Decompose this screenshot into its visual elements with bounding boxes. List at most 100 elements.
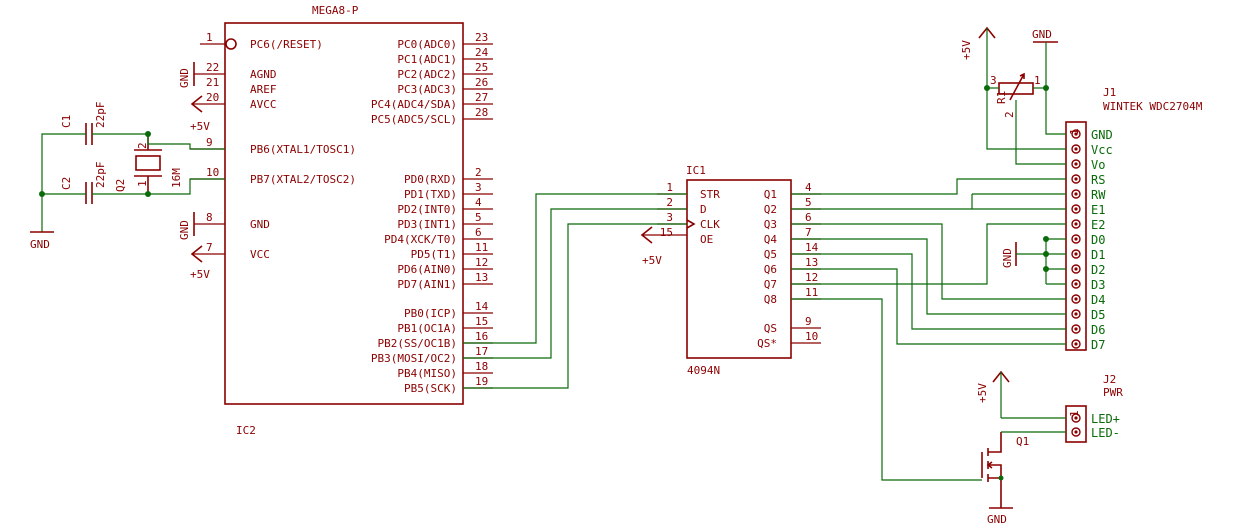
ic1-pin-9: 9QS [764,315,821,335]
ic2-pin-name: VCC [250,248,270,261]
ic2-pin-name: PC3(ADC3) [397,83,457,96]
ic2-pin-name: PC1(ADC1) [397,53,457,66]
ic2-ref: IC2 [236,424,256,437]
j1-pin-vcc: Vcc [1071,143,1113,157]
ic1-pin-number: 5 [805,196,812,209]
j1-body [1065,121,1087,351]
ic2-pin-number: 2 [475,166,482,179]
crystal-section: C1 22pF C2 22pF Q2 16M 2 1 [39,102,225,232]
ic1-pin-number: 1 [666,181,673,194]
j1-pin-label: D3 [1091,278,1105,292]
ic2-pin-name: PB1(OC1A) [397,322,457,335]
gnd-symbol-r1: GND [1032,28,1058,88]
j1-pin-label: RS [1091,173,1105,187]
j1-pin-rs: RS [1071,173,1105,187]
j1-pin-d7: D7 [1071,338,1105,352]
vcc-symbol-pin7: +5V [190,245,225,281]
ic1-pin-number: 11 [805,286,818,299]
j1-pin-label: D6 [1091,323,1105,337]
ic2-pin-number: 28 [475,106,488,119]
ic2-pin-number: 3 [475,181,482,194]
vcc-symbol-avcc: +5V [190,95,225,133]
j1-pin-e1: E1 [1071,203,1105,217]
ic2-pin-number: 8 [206,211,213,224]
ic1-clk-marker [686,219,696,229]
ic2-pin-number: 25 [475,61,488,74]
j1-pin-vo: Vo [1071,158,1105,172]
gnd-symbol-q1: GND [987,507,1013,526]
ic2-pin-number: 14 [475,300,489,313]
ic2-pin-number: 6 [475,226,482,239]
j1-name: WINTEK WDC2704M [1103,100,1203,113]
ic2-pin-name: PB6(XTAL1/TOSC1) [250,143,356,156]
vcc-label-j2: +5V [976,383,989,403]
vcc-symbol-r1: +5V [960,26,996,88]
ic2-pin-name: PB4(MISO) [397,367,457,380]
power-symbols: GND GND +5V GND +5V +5V [30,26,1058,526]
c1-ref: C1 [60,115,73,128]
ic2-pin-name: AGND [250,68,277,81]
ic2-pin-number: 10 [206,166,219,179]
ic1-pin-number: 14 [805,241,819,254]
gnd-symbol-crystal: GND [30,231,54,251]
ic2-pin-name: PD1(TXD) [404,188,457,201]
j1-pin-gnd: GND [1071,128,1113,142]
c2-ref: C2 [60,177,73,190]
c2-value: 22pF [94,162,107,189]
ic2-pin-name: PC2(ADC2) [397,68,457,81]
j1-pin-d1: D1 [1071,248,1105,262]
ic1-pin-number: 9 [805,315,812,328]
j2-connector: J2 PWR 1 LED+LED- [1065,373,1123,443]
ic2-pin-name: PD5(T1) [411,248,457,261]
j1-pin-d0: D0 [1071,233,1105,247]
c1-value: 22pF [94,102,107,129]
j1-pin-label: Vcc [1091,143,1113,157]
j2-pin-label: LED- [1091,426,1120,440]
vcc-label-r1: +5V [960,40,973,60]
j1-pin-label: Vo [1091,158,1105,172]
ic2-pin-number: 13 [475,271,488,284]
ic2-pin-name: PD0(RXD) [404,173,457,186]
ic1-pin-number: 7 [805,226,812,239]
j1-pin1-number: 1 [1068,128,1081,135]
r1-pin2: 2 [1003,111,1016,118]
vcc-symbol-oe: +5V [640,226,687,267]
gnd-label-r1: GND [1032,28,1052,41]
q2-pin1: 1 [136,180,149,187]
r1-pin1: 1 [1034,74,1041,87]
j1-pin-label: E1 [1091,203,1105,217]
ic2-pin-number: 12 [475,256,488,269]
gnd-label-agnd: GND [178,68,191,88]
j2-name: PWR [1103,386,1123,399]
ic2-pin-name: PC6(/RESET) [250,38,323,51]
j2-pins: LED+LED- [1071,412,1120,440]
capacitor-c1: C1 22pF [60,102,107,145]
j1-pin-d2: D2 [1071,263,1105,277]
ic1-pin-name: QS* [757,337,777,350]
ic2-pin-number: 26 [475,76,488,89]
ic2-mega8: MEGA8-P IC2 1PC6(/RESET)22AGND21AREF20AV… [190,4,493,437]
ic2-pin-name: PB3(MOSI/OC2) [371,352,457,365]
gnd-symbol-pin8: GND [178,212,225,240]
ic2-right-pins: 23PC0(ADC0)24PC1(ADC1)25PC2(ADC2)26PC3(A… [371,31,493,395]
ic2-pin-number: 23 [475,31,488,44]
ic1-pin-name: Q5 [764,248,777,261]
ic1-pin-name: OE [700,233,713,246]
ic2-pin-number: 16 [475,330,488,343]
ic1-ref: IC1 [686,164,706,177]
